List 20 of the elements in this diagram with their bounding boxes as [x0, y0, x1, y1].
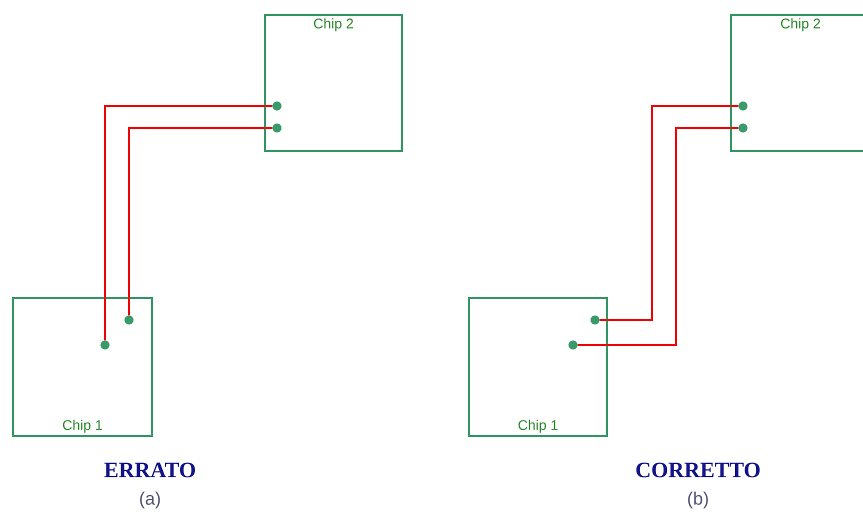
chip-box: Chip 1 — [468, 297, 608, 437]
pin-dot — [568, 340, 578, 350]
pin-dot — [590, 316, 600, 324]
pin-dot — [100, 340, 110, 350]
wire — [578, 127, 738, 346]
panel-label: (b) — [688, 492, 708, 508]
pin-dot — [738, 102, 748, 110]
chip-box: Chip 1 — [12, 297, 153, 437]
chip-box: Chip 2 — [264, 14, 403, 152]
verdict-label: ERRATO — [104, 462, 195, 478]
pin-dot — [124, 316, 134, 324]
wire — [128, 127, 272, 316]
pin-dot — [272, 124, 282, 132]
wire — [104, 105, 272, 340]
pin-dot — [272, 102, 282, 110]
wire — [600, 105, 738, 321]
verdict-label: CORRETTO — [636, 462, 760, 478]
pin-dot — [738, 124, 748, 132]
chip-box: Chip 2 — [730, 14, 863, 152]
panel-label: (a) — [140, 492, 160, 508]
